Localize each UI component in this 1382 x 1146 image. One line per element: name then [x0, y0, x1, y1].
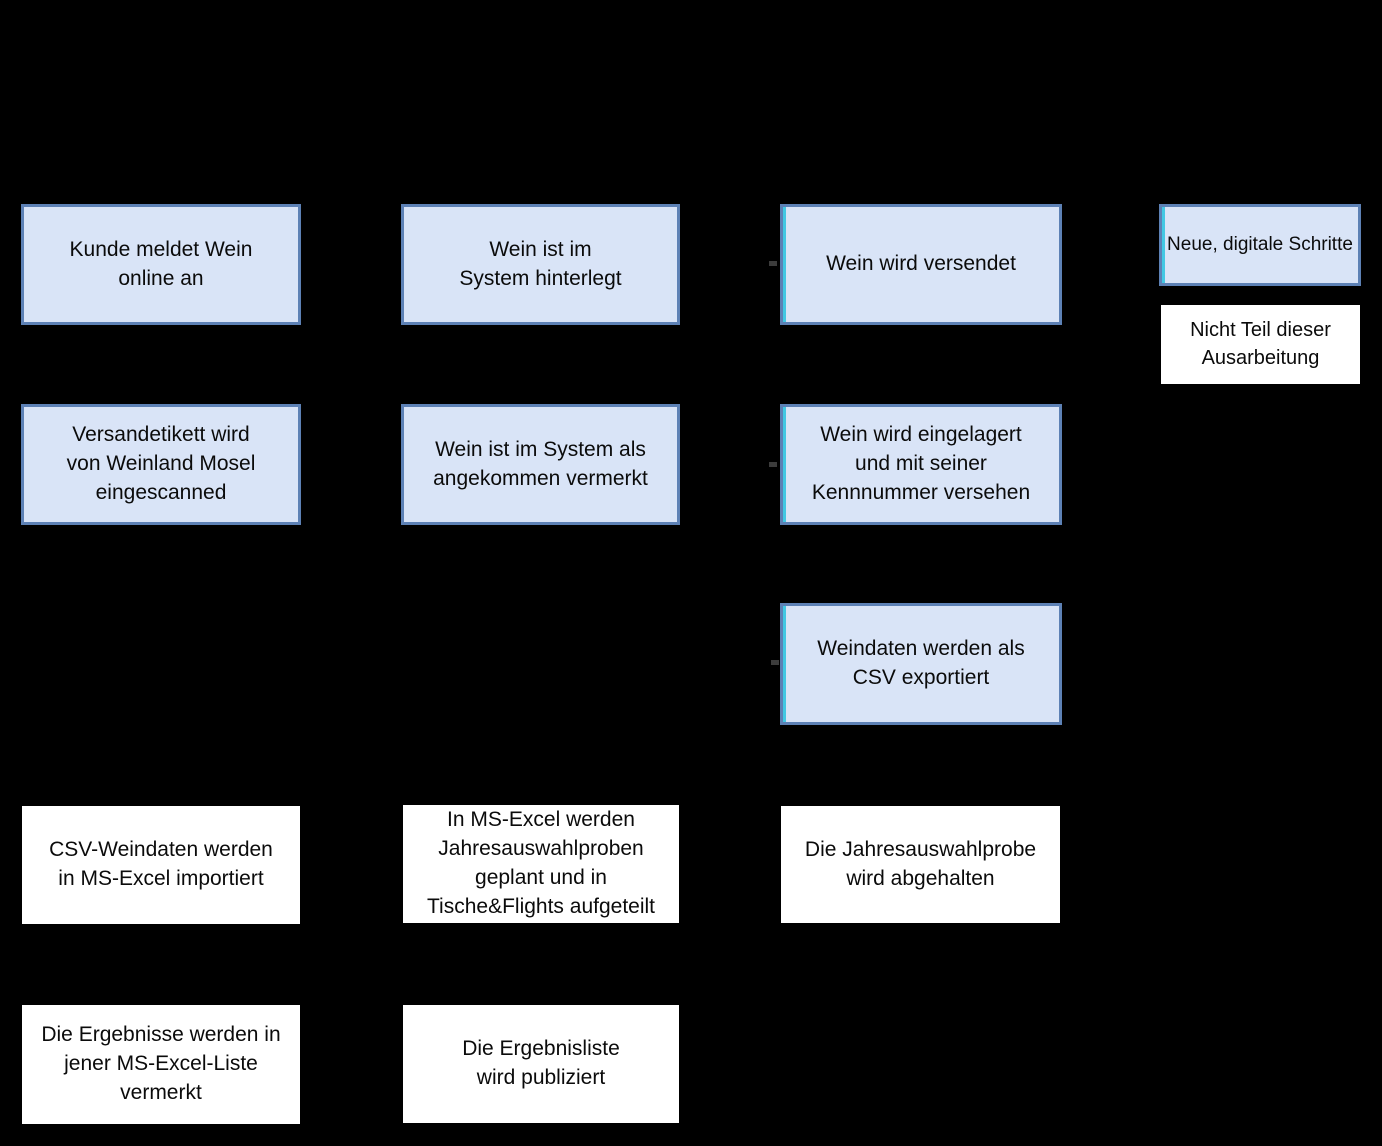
- flow-box-ergebnisse-vermerkt: Die Ergebnisse werden in jener MS-Excel-…: [22, 1005, 300, 1124]
- flow-box-ergebnisliste-publiziert: Die Ergebnisliste wird publiziert: [403, 1005, 679, 1123]
- flow-box-weindaten-csv-export: Weindaten werden als CSV exportiert: [780, 603, 1062, 725]
- flow-box-versandetikett-eingescanned: Versandetikett wird von Weinland Mosel e…: [21, 404, 301, 525]
- connector-remnant: [769, 462, 777, 467]
- flow-box-wein-eingelagert-kennnummer: Wein wird eingelagert und mit seiner Ken…: [780, 404, 1062, 525]
- flow-box-kunde-meldet-wein: Kunde meldet Wein online an: [21, 204, 301, 325]
- flow-box-wein-angekommen-vermerkt: Wein ist im System als angekommen vermer…: [401, 404, 680, 525]
- connector-remnant: [771, 660, 779, 665]
- connector-remnant: [769, 261, 777, 266]
- flow-box-jahresauswahlprobe-abgehalten: Die Jahresauswahlprobe wird abgehalten: [781, 806, 1060, 923]
- flow-box-excel-jahresauswahlproben-planung: In MS-Excel werden Jahresauswahlproben g…: [403, 805, 679, 923]
- flow-box-wein-wird-versendet: Wein wird versendet: [780, 204, 1062, 325]
- legend-item-not-part: Nicht Teil dieser Ausarbeitung: [1161, 305, 1360, 384]
- flow-box-csv-import-excel: CSV-Weindaten werden in MS-Excel importi…: [22, 806, 300, 924]
- legend-item-digital-steps: Neue, digitale Schritte: [1159, 204, 1361, 286]
- flow-box-wein-im-system-hinterlegt: Wein ist im System hinterlegt: [401, 204, 680, 325]
